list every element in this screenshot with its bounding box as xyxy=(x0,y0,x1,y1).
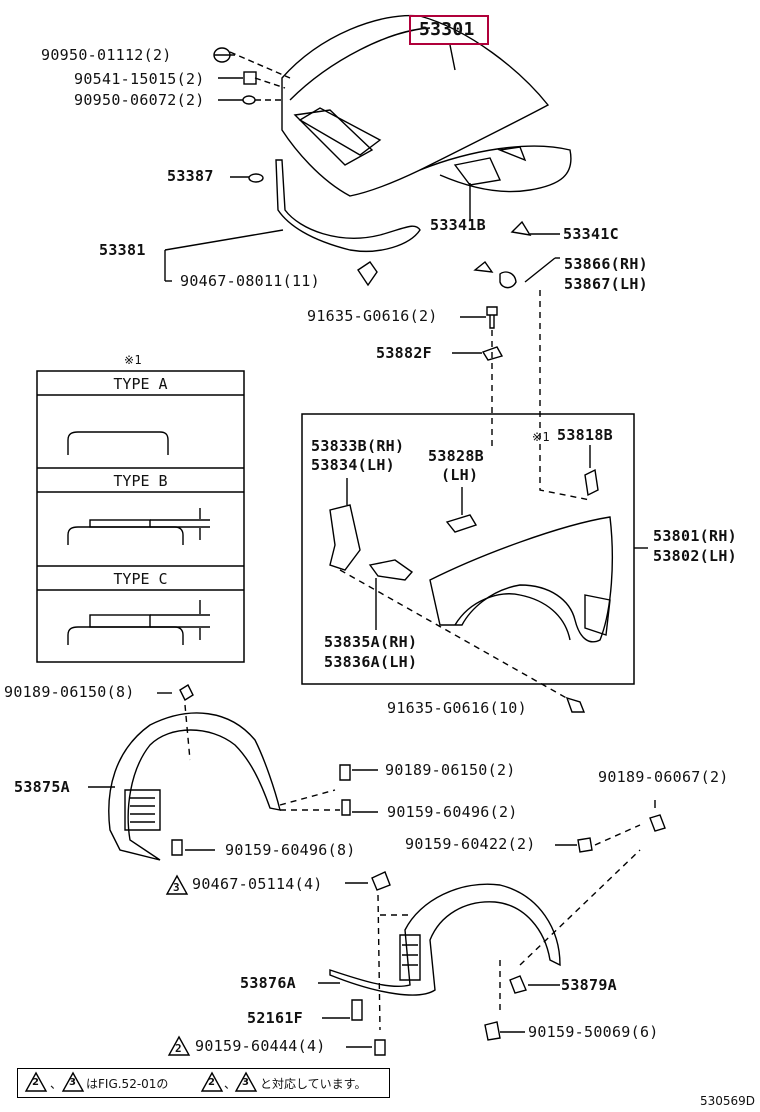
part-53801[interactable]: 53801(RH) xyxy=(653,527,737,545)
part-90541-15015[interactable]: 90541-15015(2) xyxy=(74,70,205,88)
footer-tri3b-number: 3 xyxy=(242,1077,249,1088)
part-90159-60496-2[interactable]: 90159-60496(2) xyxy=(387,803,518,821)
part-53818B[interactable]: 53818B xyxy=(557,426,613,444)
part-53381[interactable]: 53381 xyxy=(99,241,146,259)
part-90189-06067[interactable]: 90189-06067(2) xyxy=(598,768,729,786)
part-90467-05114[interactable]: 90467-05114(4) xyxy=(192,875,323,893)
hood-drawing xyxy=(281,14,572,197)
part-53875A[interactable]: 53875A xyxy=(14,778,70,796)
footer-sep1: 、 xyxy=(50,1077,63,1091)
part-90189-06150-2[interactable]: 90189-06150(2) xyxy=(385,761,516,779)
triangle-3-icon xyxy=(165,874,189,895)
footer-text-main: はFIG.52-01の xyxy=(86,1077,169,1091)
part-90950-01112[interactable]: 90950-01112(2) xyxy=(41,46,172,64)
part-90950-06072[interactable]: 90950-06072(2) xyxy=(74,91,205,109)
part-90159-60444[interactable]: 90159-60444(4) xyxy=(195,1037,326,1055)
type-b-label: TYPE B xyxy=(113,472,168,490)
footer-triangle-icons xyxy=(24,1071,258,1092)
note-mark-1b: ※1 xyxy=(532,430,550,444)
part-53833B[interactable]: 53833B(RH) xyxy=(311,437,405,455)
part-90159-60422[interactable]: 90159-60422(2) xyxy=(405,835,536,853)
footer-tri2-number: 2 xyxy=(32,1077,39,1088)
part-91635-G0616-10[interactable]: 91635-G0616(10) xyxy=(387,699,527,717)
part-53341C[interactable]: 53341C xyxy=(563,225,619,243)
fender-drawing xyxy=(329,468,613,643)
part-53835A[interactable]: 53835A(RH) xyxy=(324,633,418,651)
part-53834[interactable]: 53834(LH) xyxy=(311,456,395,474)
part-53836A[interactable]: 53836A(LH) xyxy=(324,653,418,671)
footer-tri3-number: 3 xyxy=(69,1077,76,1088)
part-53387[interactable]: 53387 xyxy=(167,167,214,185)
type-profiles xyxy=(67,431,210,645)
part-53882F[interactable]: 53882F xyxy=(376,344,432,362)
part-53301[interactable]: 53301 xyxy=(419,19,475,40)
part-90159-50069[interactable]: 90159-50069(6) xyxy=(528,1023,659,1041)
footer-note-box xyxy=(17,1068,390,1098)
rear-liner-drawing xyxy=(329,871,561,996)
triangle-3-number: 3 xyxy=(173,881,180,894)
footer-text-end: と対応しています。 xyxy=(260,1077,367,1091)
part-90159-60496-8[interactable]: 90159-60496(8) xyxy=(225,841,356,859)
part-53802[interactable]: 53802(LH) xyxy=(653,547,737,565)
part-90189-06150-8[interactable]: 90189-06150(8) xyxy=(4,683,135,701)
triangle-2-icon xyxy=(167,1035,191,1056)
type-a-label: TYPE A xyxy=(113,375,168,393)
part-53879A[interactable]: 53879A xyxy=(561,976,617,994)
footer-sep2: 、 xyxy=(224,1077,237,1091)
part-53876A[interactable]: 53876A xyxy=(240,974,296,992)
part-53867[interactable]: 53867(LH) xyxy=(564,275,648,293)
part-90467-08011[interactable]: 90467-08011(11) xyxy=(180,272,320,290)
hood-seal-drawing xyxy=(275,159,421,252)
footer-tri2b-number: 2 xyxy=(208,1077,215,1088)
note-mark-1: ※1 xyxy=(124,353,142,367)
part-52161F[interactable]: 52161F xyxy=(247,1009,303,1027)
part-53828B-lh: (LH) xyxy=(441,466,479,484)
fastener-icons-top xyxy=(213,47,264,183)
front-liner-drawing xyxy=(108,683,281,861)
reference-code: 530569D xyxy=(700,1094,756,1108)
highlighted-part-box xyxy=(409,15,489,45)
part-53341B[interactable]: 53341B xyxy=(430,216,486,234)
triangle-2-number: 2 xyxy=(175,1042,182,1055)
part-53866[interactable]: 53866(RH) xyxy=(564,255,648,273)
type-c-label: TYPE C xyxy=(113,570,168,588)
part-53828B[interactable]: 53828B xyxy=(428,447,484,465)
part-91635-G0616-2[interactable]: 91635-G0616(2) xyxy=(307,307,438,325)
